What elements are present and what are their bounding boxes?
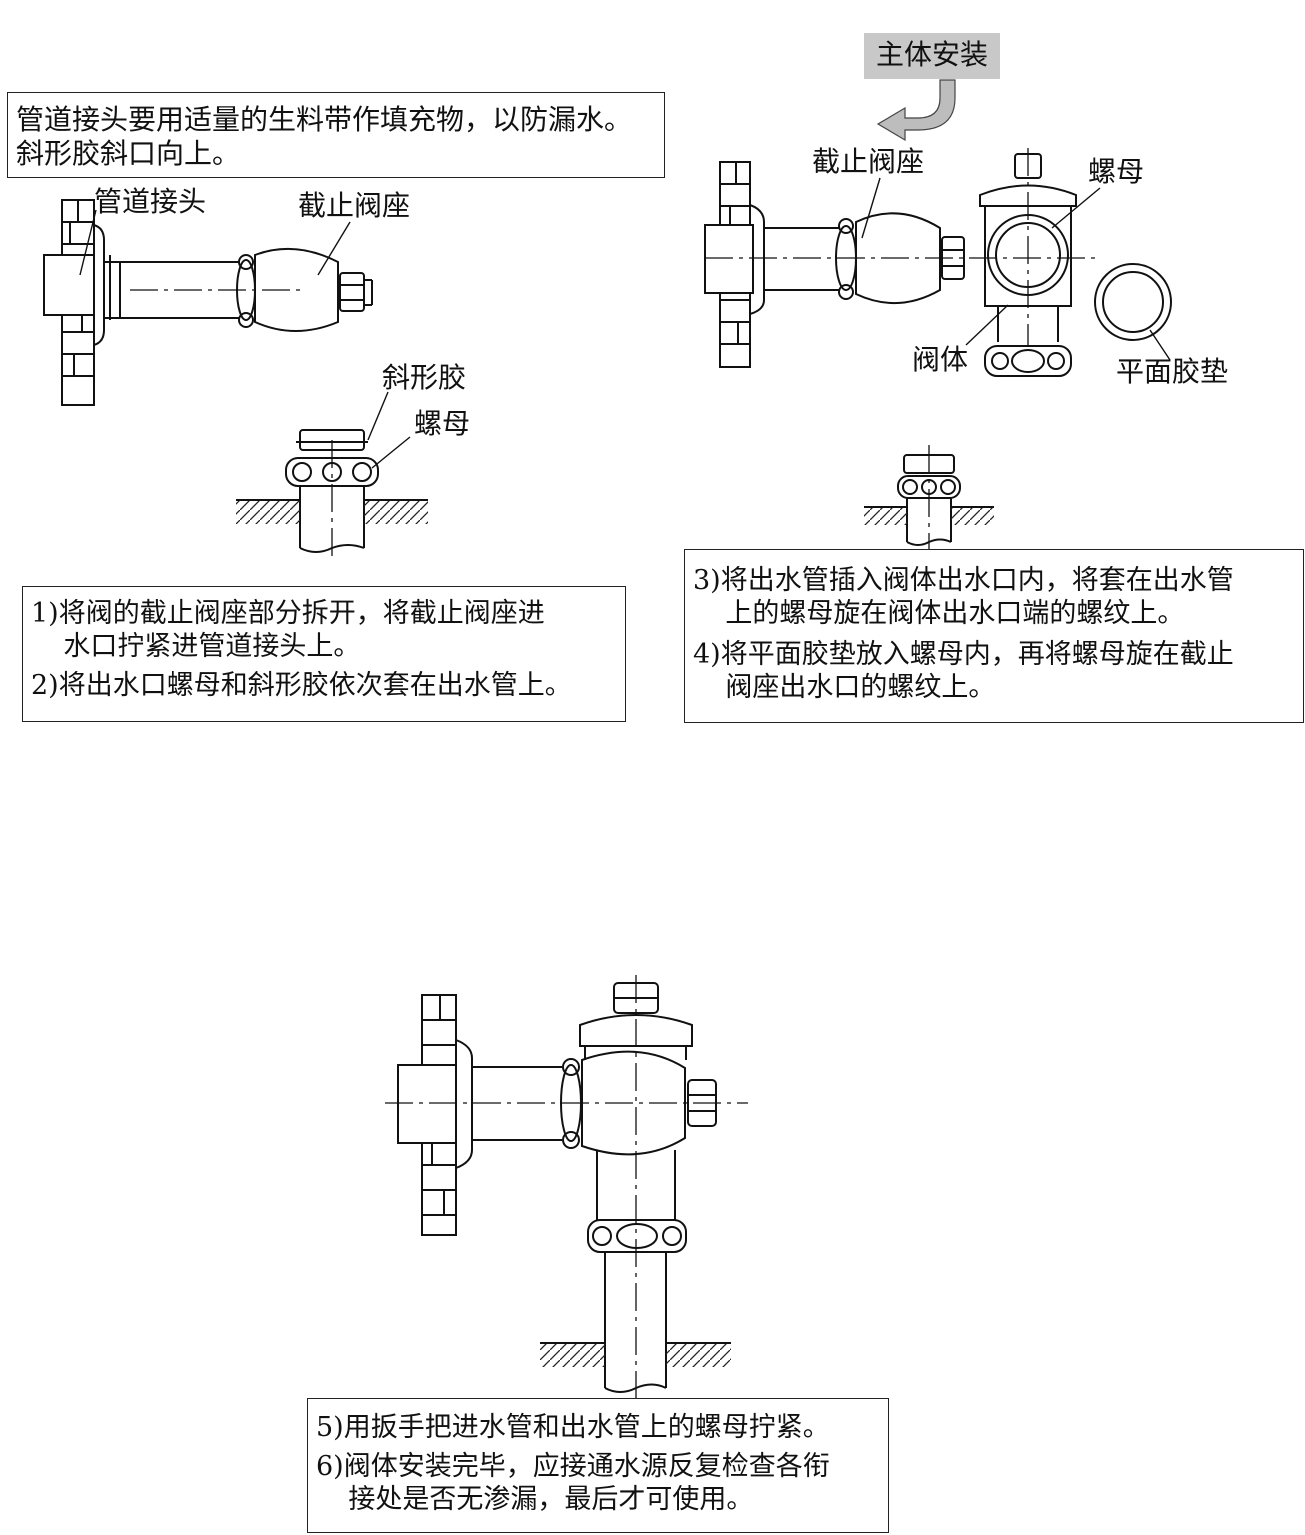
step-2: 2)将出水口螺母和斜形胶依次套在出水管上。 [31, 670, 572, 701]
figure-5-final-assembly [385, 975, 748, 1400]
label-flat-gasket: 平面胶垫 [1116, 355, 1229, 388]
step-3-line-2: 上的螺母旋在阀体出水口端的螺纹上。 [725, 598, 1185, 629]
figure-1-valve-seat [43, 199, 373, 406]
label-nut-left: 螺母 [414, 407, 471, 440]
note-box: 管道接头要用适量的生料带作填充物，以防漏水。 斜形胶斜口向上。 [7, 92, 665, 178]
steps-5-6-box: 5)用扳手把进水管和出水管上的螺母拧紧。 6)阀体安装完毕，应接通水源反复检查各… [307, 1398, 889, 1533]
label-bevel-rubber: 斜形胶 [382, 361, 467, 394]
main-installation-tag: 主体安装 [864, 33, 1000, 79]
step-3-line-1: 3)将出水管插入阀体出水口内，将套在出水管 [693, 565, 1234, 596]
step-6-line-1: 6)阀体安装完毕，应接通水源反复检查各衔 [316, 1451, 830, 1482]
figure-4-outlet-nut [864, 445, 994, 550]
label-valve-seat-left: 截止阀座 [298, 189, 411, 222]
step-1-line-1: 1)将阀的截止阀座部分拆开，将截止阀座进 [31, 598, 545, 629]
step-4-line-1: 4)将平面胶垫放入螺母内，再将螺母旋在截止 [693, 639, 1234, 670]
figure-3-body-assembly [704, 79, 1172, 377]
steps-3-4-box: 3)将出水管插入阀体出水口内，将套在出水管 上的螺母旋在阀体出水口端的螺纹上。 … [684, 549, 1304, 723]
label-valve-body: 阀体 [912, 343, 969, 376]
label-nut-right: 螺母 [1088, 155, 1145, 188]
step-5: 5)用扳手把进水管和出水管上的螺母拧紧。 [316, 1412, 830, 1443]
main-installation-label: 主体安装 [875, 38, 988, 71]
note-line-2: 斜形胶斜口向上。 [16, 137, 241, 170]
figure-2-outlet-nut [236, 391, 428, 560]
label-pipe-joint: 管道接头 [94, 185, 207, 218]
step-1-line-2: 水口拧紧进管道接头上。 [63, 631, 361, 662]
curved-arrow-icon [876, 79, 956, 142]
step-6-line-2: 接处是否无渗漏，最后才可使用。 [348, 1484, 754, 1515]
steps-1-2-box: 1)将阀的截止阀座部分拆开，将截止阀座进 水口拧紧进管道接头上。 2)将出水口螺… [22, 586, 626, 722]
label-valve-seat-right: 截止阀座 [812, 145, 925, 178]
note-line-1: 管道接头要用适量的生料带作填充物，以防漏水。 [16, 103, 633, 136]
step-4-line-2: 阀座出水口的螺纹上。 [725, 672, 996, 703]
